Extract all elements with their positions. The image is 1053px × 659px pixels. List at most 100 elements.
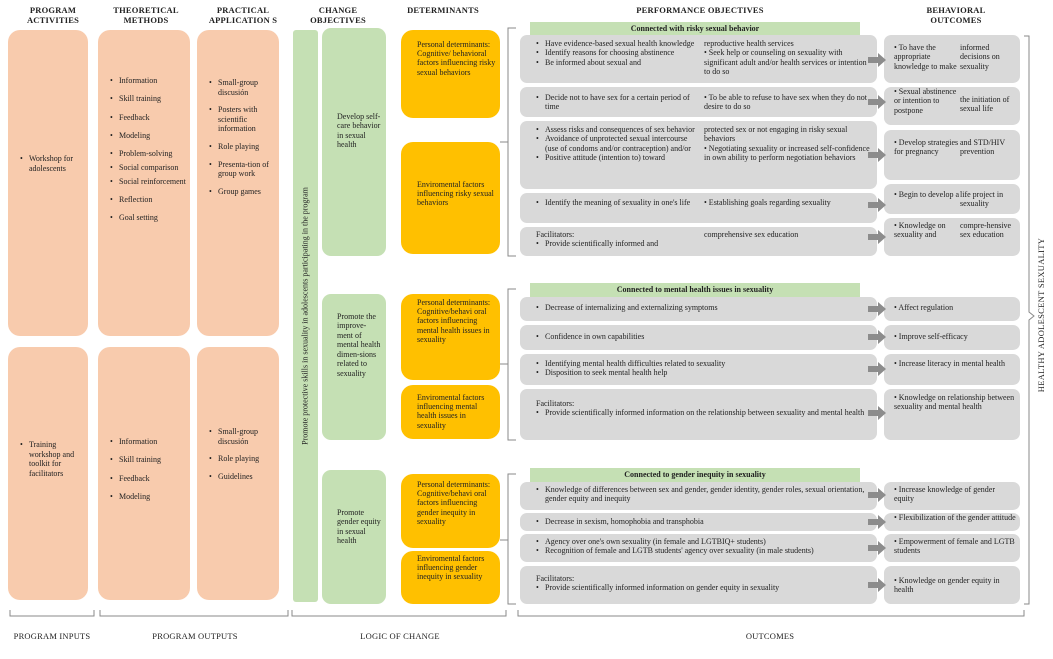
behavioral-outcome-text: • To have the appropriate knowledge to m… (894, 43, 957, 71)
performance-objective-item: Positive attitude (intention to) toward (536, 153, 696, 163)
performance-objective-item: Decide not to have sex for a certain per… (536, 93, 696, 112)
header-theoretical-methods: THEORETICAL METHODS (113, 5, 179, 25)
behavioral-outcome-box: • Knowledge on sexuality and compre-hens… (884, 218, 1020, 256)
activity-item: Workshop for adolescents (20, 154, 84, 173)
performance-objective-left: Facilitators: Provide scientifically inf… (536, 574, 866, 593)
performance-objective-left: Decrease of internalizing and externaliz… (536, 303, 871, 313)
performance-objective-right: • Establishing goals regarding sexuality (704, 198, 872, 207)
header-performance-objectives: PERFORMANCE OBJECTIVES (636, 5, 764, 15)
header-behavioral-outcomes: BEHAVIORAL OUTCOMES (926, 5, 986, 25)
arrow-icon (868, 95, 886, 109)
performance-objective-left: Have evidence-based sexual health knowle… (536, 39, 696, 68)
behavioral-outcome-box: • Improve self-efficacy (884, 325, 1020, 350)
behavioral-outcome-text: • Empowerment of female and LGTB student… (894, 537, 1015, 556)
applications-bottom-list: Small-group discusión Role playing Guide… (209, 427, 271, 481)
performance-objective-item: Knowledge of differences between sex and… (536, 485, 871, 504)
methods-top-list: Information Skill training Feedback Mode… (110, 72, 186, 228)
determinant-box: Enviromental factors influencing mental … (401, 385, 500, 439)
performance-objective-left: Facilitators: Provide scientifically inf… (536, 399, 866, 418)
behavioral-outcome-text: compre-hensive sex education (960, 221, 1012, 240)
arrow-icon (868, 488, 886, 502)
performance-objective-item: Decrease of internalizing and externaliz… (536, 303, 871, 313)
performance-objective-right: comprehensive sex education (704, 230, 872, 239)
behavioral-outcome-text: the initiation of sexual life (960, 95, 1010, 114)
footer-logic-of-change: LOGIC OF CHANGE (360, 631, 440, 641)
performance-objective-item: Identify reasons for choosing abstinence (536, 48, 696, 58)
behavioral-outcome-text: • Knowledge on relationship between sexu… (894, 393, 1015, 412)
method-item: Problem-solving (110, 149, 186, 159)
application-item: Role playing (209, 454, 271, 464)
determinant-box: Enviromental factors influencing gender … (401, 551, 500, 604)
performance-objective-item: Have evidence-based sexual health knowle… (536, 39, 696, 49)
determinant-text: Enviromental factors influencing gender … (417, 554, 485, 582)
performance-objective-item: Confidence in own capabilities (536, 332, 871, 342)
method-item: Social comparison (110, 163, 186, 173)
method-item: Information (110, 433, 186, 452)
performance-objective-row: Decrease of internalizing and externaliz… (520, 297, 877, 321)
arrow-icon (868, 541, 886, 555)
behavioral-outcome-text: • Increase knowledge of gender equity (894, 485, 995, 504)
performance-objective-item: • Seek help or counseling on sexuality w… (704, 48, 867, 77)
performance-objective-item: • Negotiating sexuality or increased sel… (704, 143, 870, 163)
facilitators-list: Provide scientifically informed informat… (536, 583, 866, 593)
protective-skills-bar: Promote protective skills in sexuality i… (293, 30, 318, 602)
applications-box-top: Small-group discusión Posters with scien… (197, 30, 279, 336)
method-item: Feedback (110, 470, 186, 489)
performance-objective-item: Be informed about sexual and (536, 58, 696, 68)
change-objective-box: Develop self-care behavior in sexual hea… (322, 28, 386, 256)
method-item: Skill training (110, 451, 186, 470)
right-brace (1024, 35, 1035, 605)
footer-outcomes: OUTCOMES (745, 631, 795, 641)
section-title-mental-health: Connected to mental health issues in sex… (530, 283, 860, 297)
performance-objective-left: Decrease in sexism, homophobia and trans… (536, 517, 871, 527)
performance-objective-left: Agency over one's own sexuality (in fema… (536, 537, 871, 556)
arrow-icon (868, 362, 886, 376)
performance-objective-item: Provide scientifically informed informat… (536, 408, 866, 418)
application-item: Small-group discusión (209, 427, 271, 446)
performance-objective-row: Agency over one's own sexuality (in fema… (520, 534, 877, 562)
behavioral-outcome-text: and STD/HIV prevention (960, 138, 1005, 157)
behavioral-outcome-box: • Flexibilization of the gender attitude (884, 513, 1020, 531)
method-item: Information (110, 72, 186, 91)
behavioral-outcome-text: • Begin to develop a (894, 190, 960, 199)
applications-top-list: Small-group discusión Posters with scien… (209, 78, 271, 196)
determinant-text: Enviromental factors influencing risky s… (417, 180, 494, 208)
performance-objective-left: Identifying mental health difficulties r… (536, 359, 871, 378)
performance-objective-row: Assess risks and consequences of sex beh… (520, 121, 877, 189)
performance-objective-item: Decrease in sexism, homophobia and trans… (536, 517, 871, 527)
facilitators-label: Facilitators: (536, 230, 575, 239)
header-practical-applications: PRACTICAL APPLICATION S (208, 5, 278, 25)
performance-objective-left: Confidence in own capabilities (536, 332, 871, 342)
performance-objective-row: Knowledge of differences between sex and… (520, 482, 877, 510)
behavioral-outcome-text: • Sexual abstinence or intention to post… (894, 87, 957, 115)
behavioral-outcome-box: • Affect regulation (884, 297, 1020, 321)
methods-bottom-list: Information Skill training Feedback Mode… (110, 433, 186, 506)
arrow-icon (868, 302, 886, 316)
change-objective-box: Promote gender equity in sexual health (322, 470, 386, 604)
bottom-brackets (9, 610, 1025, 617)
determinant-box: Personal determinants: Cognitive/behavi … (401, 294, 500, 380)
activities-box-bottom: Training workshop and toolkit for facili… (8, 347, 88, 600)
change-objective-box: Promote the improve-ment of mental healt… (322, 294, 386, 440)
determinant-text: Enviromental factors influencing mental … (417, 393, 485, 430)
footer-program-inputs: PROGRAM INPUTS (13, 631, 91, 641)
method-item: Modeling (110, 127, 186, 146)
performance-objective-item: Recognition of female and LGTB students'… (536, 546, 871, 556)
section-title-risky-behavior: Connected with risky sexual behavior (530, 22, 860, 36)
determinant-box: Enviromental factors influencing risky s… (401, 142, 500, 254)
performance-objective-item: • To be able to refuse to have sex when … (704, 93, 867, 112)
method-item: Social reinforcement (110, 177, 186, 187)
facilitators-label: Facilitators: (536, 574, 575, 583)
performance-objective-row: Identifying mental health difficulties r… (520, 354, 877, 385)
performance-objective-row: Facilitators: Provide scientifically inf… (520, 227, 877, 256)
behavioral-outcome-text: informed decisions on sexuality (960, 43, 1000, 71)
performance-objective-right: reproductive health services • Seek help… (704, 39, 872, 77)
performance-objective-row: Decrease in sexism, homophobia and trans… (520, 513, 877, 531)
arrow-icon (868, 53, 886, 592)
arrow-icon (868, 148, 886, 162)
methods-box-bottom: Information Skill training Feedback Mode… (98, 347, 190, 600)
behavioral-outcome-text: • Knowledge on gender equity in health (894, 576, 1000, 595)
determinant-text: Personal determinants: Cognitive/ behavi… (417, 40, 496, 77)
behavioral-outcome-box: • Knowledge on gender equity in health (884, 566, 1020, 604)
